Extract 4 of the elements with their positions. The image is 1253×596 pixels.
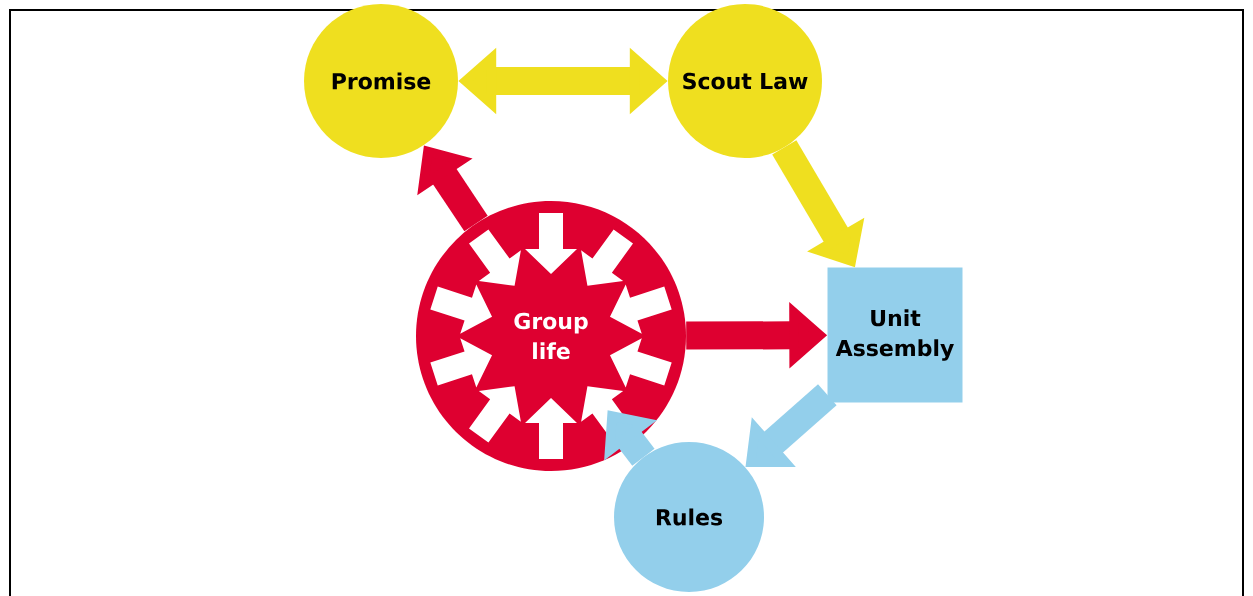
- circle-node: Scout Law: [668, 4, 822, 158]
- circle-node: Rules: [614, 442, 764, 592]
- square-node: Unit Assembly: [827, 267, 963, 403]
- circle-node: Promise: [304, 4, 458, 158]
